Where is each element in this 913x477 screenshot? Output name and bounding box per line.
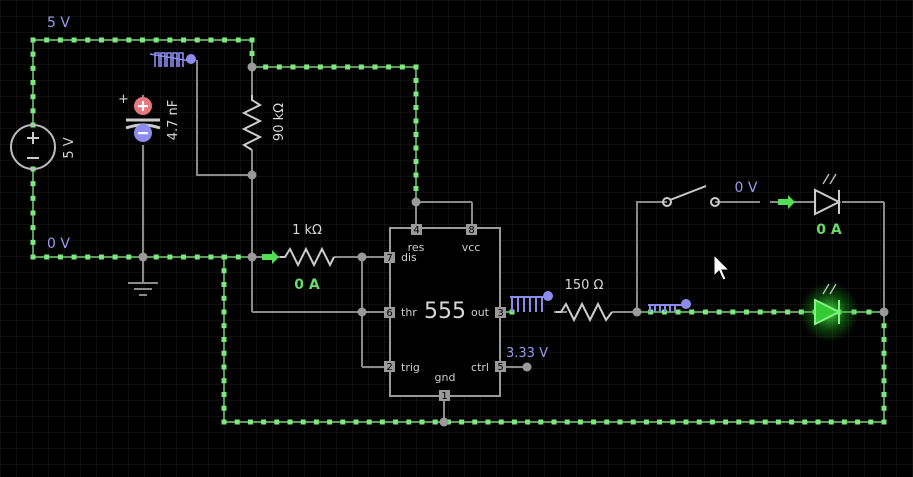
resistor-90k[interactable] bbox=[241, 95, 263, 151]
supply-voltage-label: 5 V bbox=[62, 137, 77, 158]
switch[interactable] bbox=[662, 185, 720, 207]
resistor-150-label: 150 Ω bbox=[565, 278, 604, 293]
pin-1[interactable]: 1 bbox=[439, 390, 450, 402]
mouse-cursor-icon bbox=[713, 253, 731, 281]
svg-text:7: 7 bbox=[386, 253, 392, 264]
svg-text:5: 5 bbox=[497, 362, 503, 373]
probe-led[interactable] bbox=[648, 299, 691, 312]
resistor-1k-current: 0 A bbox=[294, 277, 320, 293]
junction-nodes bbox=[138, 62, 889, 427]
pin-5-label: ctrl bbox=[471, 361, 489, 374]
chip-555-label: 555 bbox=[424, 299, 466, 324]
pin-1-label: gnd bbox=[435, 371, 456, 384]
svg-text:1: 1 bbox=[441, 391, 447, 402]
pin-3[interactable]: 3 bbox=[495, 307, 506, 319]
svg-text:2: 2 bbox=[386, 362, 392, 373]
led-current-arrow-icon bbox=[778, 195, 795, 209]
voltage-source[interactable] bbox=[10, 124, 56, 170]
probe-top[interactable] bbox=[149, 52, 196, 67]
pin-7-label: dis bbox=[401, 251, 417, 264]
svg-text:8: 8 bbox=[468, 225, 474, 236]
bottom-rail-voltage-label: 0 V bbox=[47, 236, 70, 252]
led-top[interactable] bbox=[814, 173, 842, 216]
pin-8[interactable]: 8 bbox=[466, 224, 477, 236]
capacitor[interactable] bbox=[125, 97, 161, 142]
resistor-90k-label: 90 kΩ bbox=[272, 103, 287, 141]
pin-6-label: thr bbox=[401, 306, 417, 319]
pin-7[interactable]: 7 bbox=[384, 252, 395, 264]
led-top-current: 0 A bbox=[816, 222, 842, 238]
resistor-150[interactable] bbox=[556, 301, 613, 323]
pin-3-label: out bbox=[471, 306, 490, 319]
resistor-1k-label: 1 kΩ bbox=[292, 223, 322, 238]
svg-text:3: 3 bbox=[497, 308, 503, 319]
led-bottom[interactable] bbox=[814, 283, 842, 326]
pin-4-label: res bbox=[408, 241, 425, 254]
ctrl-voltage-label: 3.33 V bbox=[506, 346, 548, 361]
live-wires bbox=[30, 37, 887, 425]
top-rail-voltage-label: 5 V bbox=[47, 15, 70, 31]
ground-symbol[interactable] bbox=[128, 282, 158, 296]
pin-2[interactable]: 2 bbox=[384, 361, 395, 373]
pin-6[interactable]: 6 bbox=[384, 307, 395, 319]
pin-4[interactable]: 4 bbox=[411, 224, 422, 236]
capacitor-plus-sign: + bbox=[118, 92, 129, 107]
switch-voltage-label: 0 V bbox=[735, 180, 758, 196]
pin-5[interactable]: 5 bbox=[495, 361, 506, 373]
svg-text:6: 6 bbox=[386, 308, 392, 319]
resistor-1k[interactable] bbox=[280, 246, 335, 268]
gray-wires bbox=[142, 60, 885, 422]
capacitor-value-label: 4.7 nF bbox=[166, 100, 181, 141]
pin-2-label: trig bbox=[401, 361, 420, 374]
svg-text:4: 4 bbox=[413, 225, 419, 236]
current-arrow-icon bbox=[262, 250, 279, 264]
pin-8-label: vcc bbox=[462, 241, 481, 254]
probe-output[interactable] bbox=[510, 291, 553, 312]
